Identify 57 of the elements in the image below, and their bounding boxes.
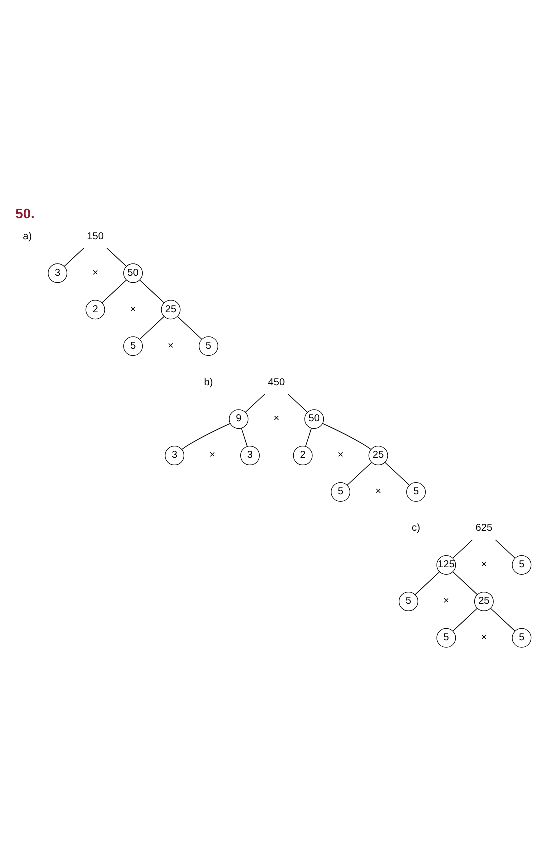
node-circle: 5 (512, 628, 532, 648)
node-text: 150 (87, 230, 104, 242)
node-text: 625 (476, 522, 493, 534)
connector (452, 571, 478, 595)
connector (288, 393, 308, 412)
label: × (338, 450, 344, 461)
connector (322, 422, 372, 450)
node-circle: 3 (240, 446, 260, 466)
node-circle: 5 (199, 336, 218, 356)
node-circle: 5 (124, 336, 144, 356)
connector (64, 247, 84, 266)
node-circle: 50 (304, 409, 324, 429)
connector (182, 422, 231, 450)
node-circle: 125 (436, 554, 456, 574)
node-circle: 2 (293, 446, 313, 466)
connector (384, 462, 410, 486)
node-circle: 5 (398, 591, 418, 611)
connector (490, 608, 516, 632)
node-circle: 5 (331, 482, 351, 502)
label: × (274, 413, 280, 424)
label: c) (412, 522, 420, 534)
node-text: 450 (268, 376, 286, 388)
node-circle: 5 (436, 628, 456, 648)
label: × (130, 304, 136, 315)
connector (452, 539, 474, 558)
connector (305, 428, 312, 447)
node-circle: 9 (229, 409, 249, 429)
node-circle: 2 (86, 300, 106, 320)
node-circle: 25 (368, 446, 388, 466)
node-circle: 5 (512, 554, 532, 574)
label: × (481, 632, 488, 644)
label: b) (204, 376, 214, 388)
connector (140, 316, 165, 340)
connector (495, 539, 516, 558)
connector (177, 316, 202, 340)
connector (140, 279, 165, 303)
connector (102, 279, 127, 303)
label: a) (23, 230, 32, 242)
connector (241, 428, 248, 447)
label: × (444, 596, 450, 607)
label: × (168, 340, 174, 352)
node-circle: 3 (48, 263, 68, 283)
connector (415, 571, 440, 595)
label: × (481, 559, 488, 570)
node-circle: 5 (406, 482, 426, 502)
connector (245, 393, 266, 412)
label: × (92, 267, 98, 278)
diagram-title: 50. (16, 204, 35, 221)
node-circle: 50 (124, 263, 144, 283)
connector (347, 462, 372, 486)
label: × (210, 450, 216, 461)
node-circle: 25 (161, 300, 181, 320)
label: × (376, 486, 382, 498)
connector (452, 608, 478, 632)
connector (106, 247, 128, 266)
node-circle: 25 (474, 591, 494, 611)
node-circle: 3 (165, 446, 185, 466)
